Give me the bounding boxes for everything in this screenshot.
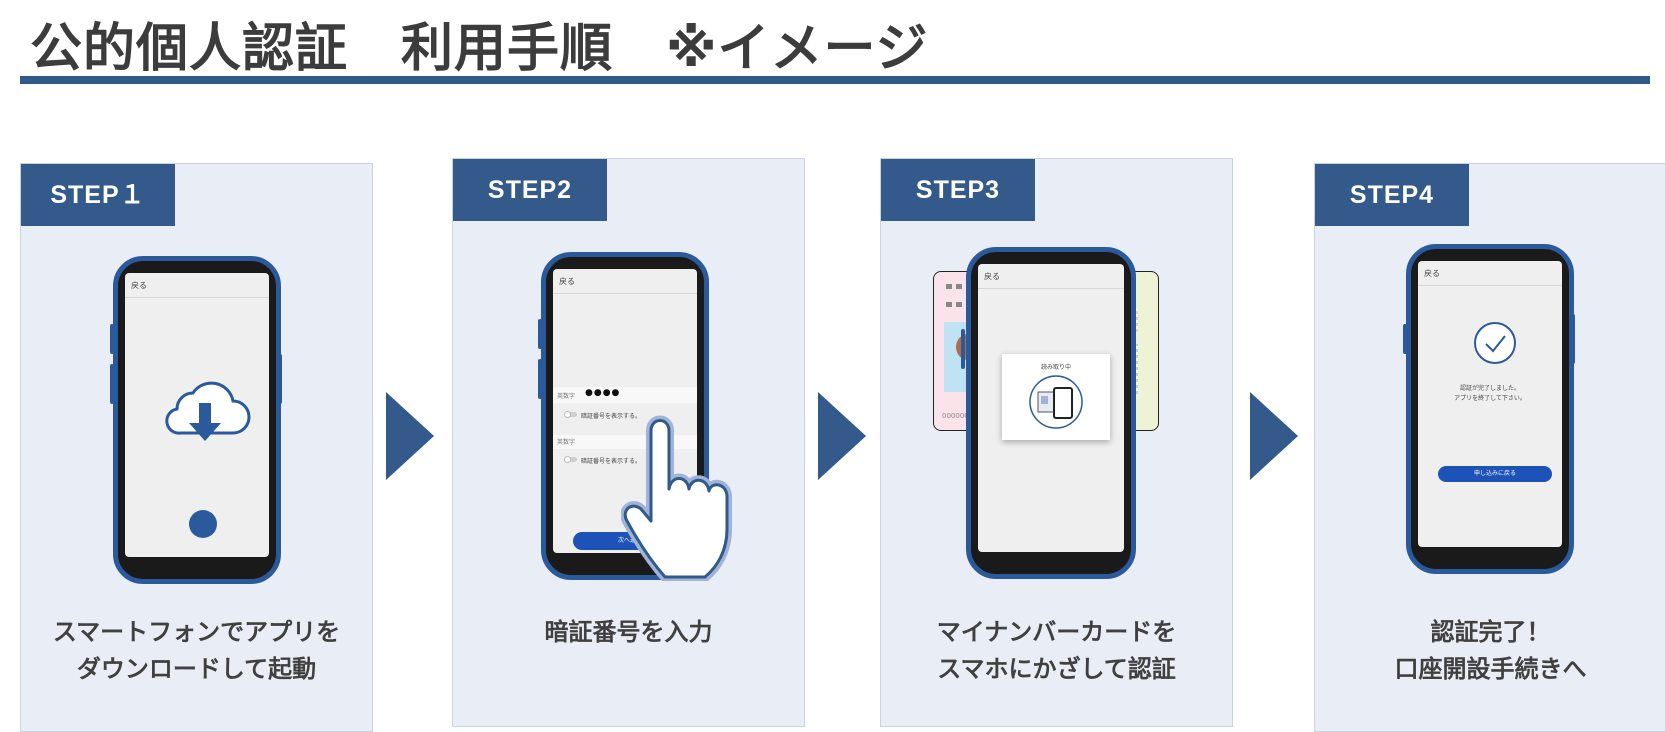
- caption-line: 認証完了！: [1430, 618, 1551, 646]
- show-pin-toggle-2[interactable]: [564, 455, 577, 463]
- launch-button[interactable]: [189, 510, 217, 538]
- step-arrow-2: [818, 392, 866, 480]
- step4-caption: 認証完了！ 口座開設手続きへ: [1315, 614, 1665, 688]
- step3-phone: 12:35 ▣ ⇣ ✉ P • 戻る 読み取り中 ‹: [966, 247, 1136, 579]
- back-link[interactable]: 戻る: [131, 281, 147, 290]
- pin-field-label-2: 英数字: [557, 439, 576, 446]
- complete-message-line2: アプリを終了して下さい。: [1454, 395, 1526, 402]
- step3-caption: マイナンバーカードを スマホにかざして認証: [881, 614, 1232, 688]
- step2-label: STEP2: [453, 159, 607, 221]
- back-link[interactable]: 戻る: [1424, 269, 1440, 278]
- hand-pointer-icon: [621, 415, 732, 581]
- page-title: 公的個人認証 利用手順 ※イメージ: [30, 19, 929, 79]
- nfc-card-icon: [1029, 375, 1083, 429]
- back-link[interactable]: 戻る: [984, 272, 1000, 281]
- step4-panel: STEP4 12:35 ▣ ⇣ ✉ P • 戻る 認証が完了しました。 アプリを…: [1314, 163, 1665, 732]
- reading-dialog: 読み取り中: [1002, 354, 1110, 440]
- caption-line: マイナンバーカードを: [936, 618, 1177, 646]
- step1-label: STEP１: [21, 164, 175, 226]
- step4-label: STEP4: [1315, 164, 1469, 226]
- back-link[interactable]: 戻る: [559, 277, 575, 286]
- step1-screen: 12:35 ▣ ⇣ ✉ P • 戻る ‹: [125, 273, 269, 557]
- step3-panel: STEP3 000000 12:35 ▣ ⇣ ✉ P • 戻る 読み取り中: [880, 158, 1233, 727]
- step1-panel: STEP１ 12:35 ▣ ⇣ ✉ P • 戻る ‹ スマートフォンでアプリを …: [20, 163, 373, 732]
- caption-line: ダウンロードして起動: [76, 655, 317, 683]
- step4-screen: 12:35 ▣ ⇣ ✉ P • 戻る 認証が完了しました。 アプリを終了して下さ…: [1418, 261, 1562, 547]
- show-pin-toggle[interactable]: [564, 410, 577, 418]
- step3-label: STEP3: [881, 159, 1035, 221]
- step3-screen: 12:35 ▣ ⇣ ✉ P • 戻る 読み取り中 ‹: [978, 264, 1124, 552]
- reading-dialog-title: 読み取り中: [1040, 364, 1071, 371]
- step2-caption: 暗証番号を入力: [453, 614, 804, 651]
- caption-line: 口座開設手続きへ: [1394, 655, 1587, 683]
- caption-line: 暗証番号を入力: [544, 618, 713, 646]
- show-pin-label: 暗証番号を表示する。: [581, 413, 642, 420]
- step2-panel: STEP2 12:35 ▣ ⇣ ✉ ▯ • 戻る 英数字 ●●●● 暗証番号を表…: [452, 158, 805, 727]
- caption-line: スマートフォンでアプリを: [52, 618, 341, 646]
- pin-field-label: 英数字: [557, 393, 576, 400]
- title-underline: [20, 76, 1650, 84]
- complete-message-line1: 認証が完了しました。: [1459, 385, 1520, 392]
- step2-screen: 12:35 ▣ ⇣ ✉ ▯ • 戻る 英数字 ●●●● 暗証番号を表示する。 英…: [553, 269, 697, 553]
- show-pin-label-2: 暗証番号を表示する。: [581, 458, 642, 465]
- step1-caption: スマートフォンでアプリを ダウンロードして起動: [21, 614, 372, 688]
- back-to-application-button[interactable]: 申し込みに戻る: [1438, 466, 1552, 482]
- step2-phone: 12:35 ▣ ⇣ ✉ ▯ • 戻る 英数字 ●●●● 暗証番号を表示する。 英…: [541, 252, 709, 580]
- card-number: 000000: [942, 412, 969, 420]
- cloud-download-icon: [165, 381, 251, 441]
- step4-phone: 12:35 ▣ ⇣ ✉ P • 戻る 認証が完了しました。 アプリを終了して下さ…: [1406, 244, 1574, 574]
- check-circle-icon: [1474, 322, 1516, 364]
- step1-phone: 12:35 ▣ ⇣ ✉ P • 戻る ‹: [113, 256, 281, 584]
- step-arrow-1: [386, 392, 434, 480]
- caption-line: スマホにかざして認証: [937, 655, 1176, 683]
- pin-input[interactable]: ●●●●: [585, 388, 621, 398]
- step-arrow-3: [1250, 392, 1298, 480]
